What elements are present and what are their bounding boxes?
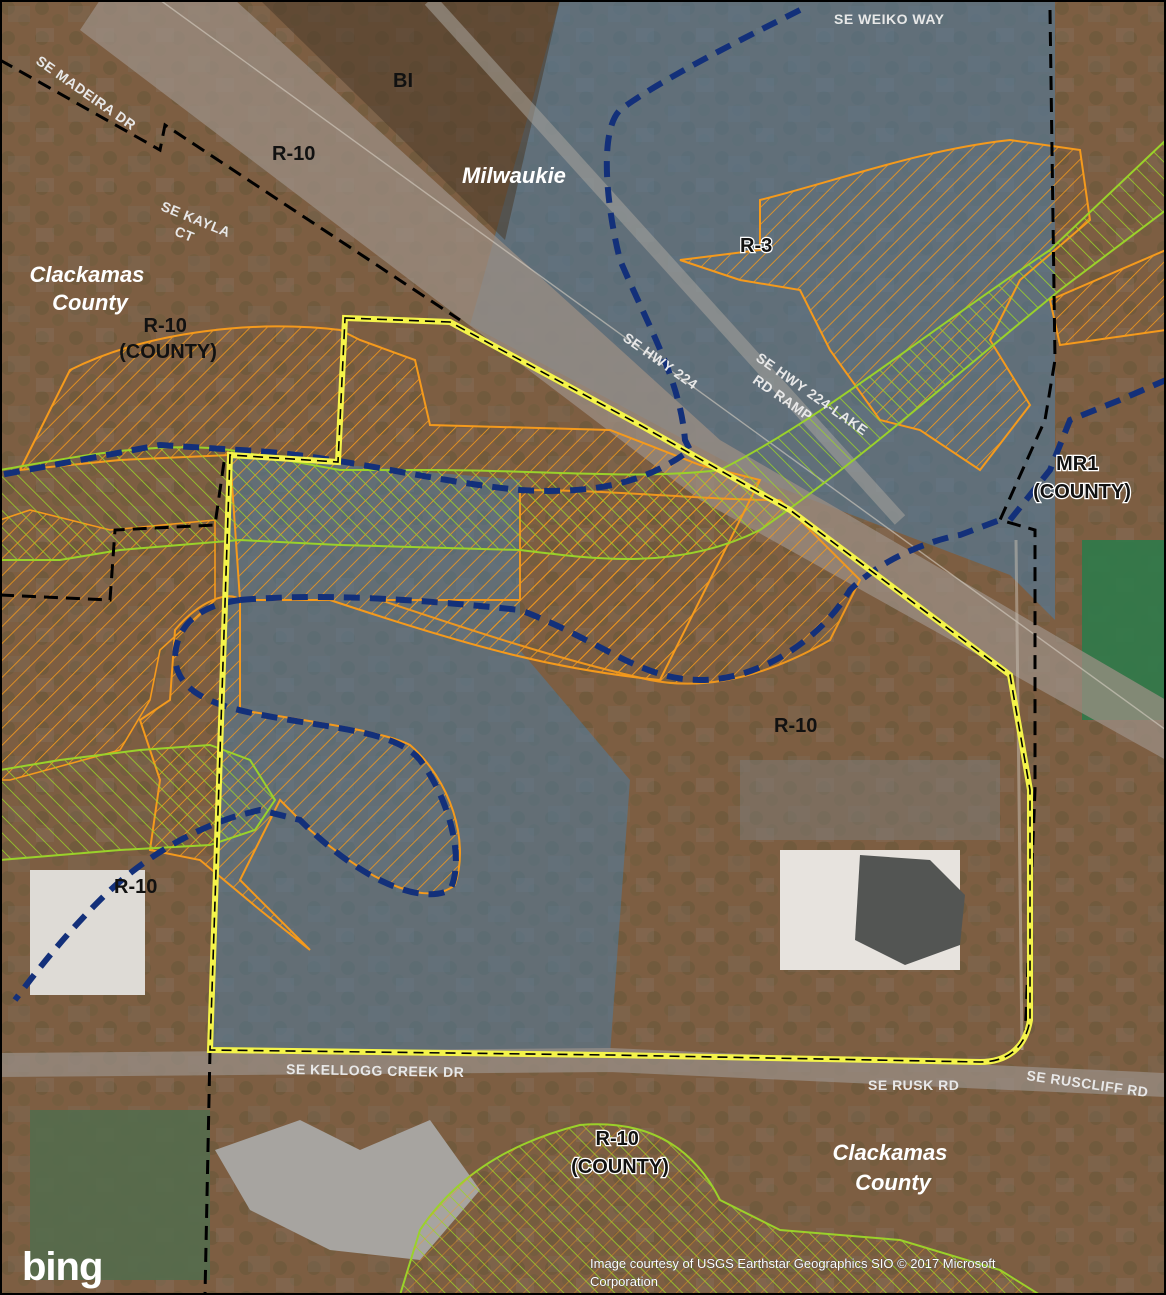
zone-label-r3: R-3 bbox=[740, 235, 772, 257]
kellogg-creek-road bbox=[0, 1047, 1166, 1097]
zone-label-mr1-county: MR1 (COUNTY) bbox=[1033, 453, 1131, 503]
steep-slope-hatch-northeast bbox=[679, 138, 1092, 472]
site-boundary-dash bbox=[209, 317, 1031, 1063]
sw-building bbox=[30, 870, 145, 995]
bing-logo: bing bbox=[22, 1245, 102, 1289]
zone-label-bi: BI bbox=[393, 70, 413, 92]
zone-label-line-1: R-10 bbox=[596, 1128, 639, 1150]
steep-slope-hatch-south bbox=[400, 1124, 1040, 1295]
jurisdiction-line-2: County bbox=[52, 290, 130, 315]
floodplain-line-east bbox=[1007, 377, 1166, 522]
zone-label-line-2: (COUNTY) bbox=[119, 341, 217, 363]
credit-line-1: Image courtesy of USGS Earthstar Geograp… bbox=[590, 1256, 996, 1271]
city-limit-east bbox=[997, 9, 1057, 1041]
road-verge bbox=[1014, 539, 1024, 1051]
zone-label-r10-site: R-10 bbox=[774, 715, 817, 737]
jurisdiction-line-2: County bbox=[855, 1170, 933, 1195]
church-roof bbox=[855, 855, 965, 965]
jurisdiction-line-1: Clackamas bbox=[29, 262, 144, 287]
jurisdiction-label-milwaukie: Milwaukie bbox=[462, 163, 566, 188]
image-credit: Image courtesy of USGS Earthstar Geograp… bbox=[590, 1256, 999, 1289]
city-limit-north bbox=[0, 58, 461, 322]
milwaukie-zone-tint bbox=[470, 0, 1055, 620]
steep-slope-hatch-east bbox=[1048, 248, 1166, 347]
floodplain-line-west bbox=[12, 597, 459, 1002]
zone-label-r10-county-south: R-10 (COUNTY) bbox=[571, 1128, 669, 1178]
zone-label-line-1: MR1 bbox=[1056, 453, 1098, 475]
jurisdiction-label-clackamas-west: Clackamas County bbox=[29, 262, 150, 315]
highway-surface bbox=[80, 0, 1166, 760]
street-label-se-weiko-way: SE WEIKO WAY bbox=[834, 11, 945, 27]
street-label-se-rusk-rd: SE RUSK RD bbox=[868, 1077, 959, 1093]
highway-lane bbox=[159, 0, 1166, 731]
city-limit-south bbox=[203, 1049, 212, 1295]
credit-line-2: Corporation bbox=[590, 1274, 658, 1289]
south-building bbox=[215, 1120, 480, 1260]
riparian-hatch-west bbox=[0, 743, 277, 862]
zone-label-line-2: (COUNTY) bbox=[571, 1156, 669, 1178]
zone-label-line-2: (COUNTY) bbox=[1033, 481, 1131, 503]
zone-label-line-1: R-10 bbox=[144, 315, 187, 337]
parking-lot bbox=[740, 760, 1000, 840]
zone-label-r10-county-west: R-10 (COUNTY) bbox=[119, 315, 217, 363]
sw-courtyard bbox=[30, 1110, 210, 1280]
zone-label-r10-sw: R-10 bbox=[114, 876, 157, 898]
zone-label-r10-nw: R-10 bbox=[272, 143, 315, 165]
street-line-2: CT bbox=[173, 223, 197, 245]
floodplain-line-north bbox=[0, 7, 802, 494]
city-limit-west bbox=[0, 454, 227, 602]
jurisdiction-label-clackamas-south: Clackamas County bbox=[832, 1140, 953, 1195]
jurisdiction-line-1: Clackamas bbox=[832, 1140, 947, 1165]
street-label-se-kellogg-creek-dr: SE KELLOGG CREEK DR bbox=[286, 1061, 465, 1080]
